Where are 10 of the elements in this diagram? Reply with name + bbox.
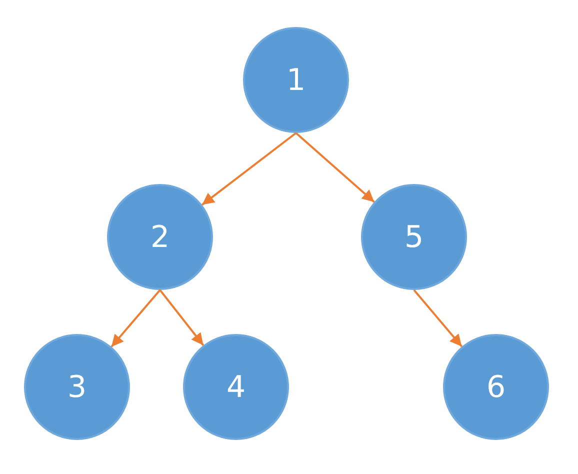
node-number: 5	[404, 220, 424, 254]
node-number: 6	[486, 370, 506, 404]
arrow	[110, 289, 161, 348]
arrow	[159, 289, 204, 346]
node-number: 3	[67, 370, 87, 404]
node-number: 2	[150, 220, 170, 254]
node-number: 4	[226, 370, 246, 404]
arrow	[202, 132, 297, 206]
node-number: 1	[286, 62, 306, 98]
arrow	[295, 132, 375, 203]
